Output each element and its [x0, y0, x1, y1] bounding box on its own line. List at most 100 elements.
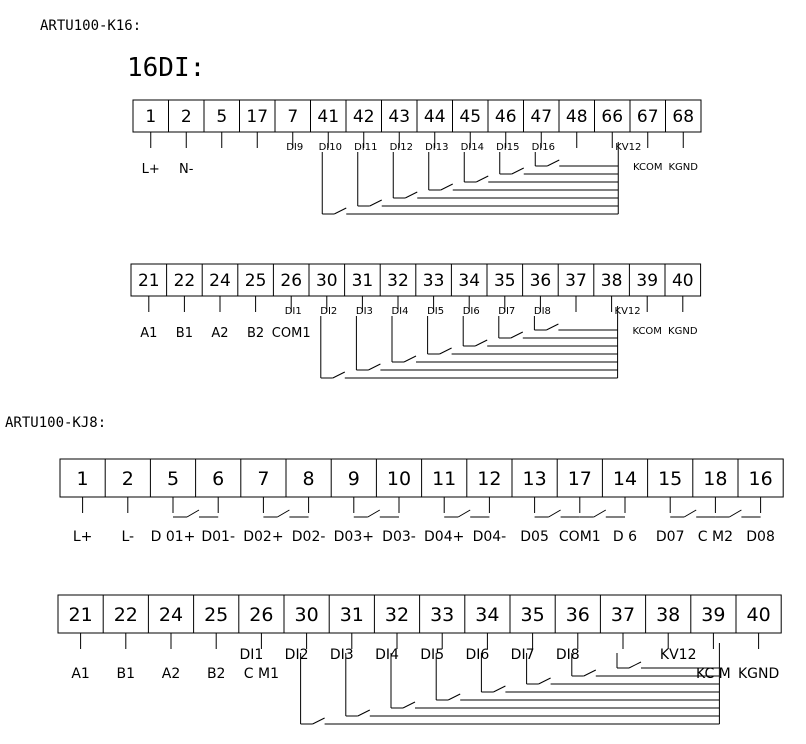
terminal-label: D03+ — [334, 529, 374, 545]
terminal-number: 5 — [167, 468, 179, 490]
terminal-number: 36 — [566, 604, 590, 626]
switch-contact — [402, 701, 416, 709]
terminal-number: 31 — [340, 604, 364, 626]
terminal-label: A1 — [140, 326, 157, 341]
terminal-label: D 6 — [613, 529, 637, 545]
terminal-label: D05 — [520, 529, 549, 545]
terminal-label: L- — [121, 529, 134, 545]
terminal-number: 40 — [672, 271, 694, 291]
terminal-number: 33 — [430, 604, 454, 626]
switch-contact — [369, 199, 382, 207]
terminal-number: 37 — [611, 604, 635, 626]
terminal-number: 10 — [387, 468, 411, 490]
terminal-label: DI9 — [286, 142, 303, 153]
terminal-number: 68 — [672, 107, 694, 127]
terminal-label: DI2 — [320, 306, 337, 317]
terminal-number: 46 — [495, 107, 517, 127]
terminal-label: B1 — [117, 666, 136, 682]
terminal-number: 17 — [246, 107, 268, 127]
switch-contact — [447, 693, 461, 701]
terminal-label: DI7 — [498, 306, 515, 317]
terminal-label: KV12 — [615, 142, 641, 153]
terminal-label: D 01+ — [151, 529, 196, 545]
terminal-label: KCOM — [632, 326, 662, 337]
terminal-number: 30 — [295, 604, 319, 626]
terminal-number: 67 — [637, 107, 659, 127]
terminal-number: 1 — [145, 107, 156, 127]
terminal-number: 37 — [565, 271, 587, 291]
terminal-number: 39 — [701, 604, 725, 626]
terminal-label: DI1 — [239, 647, 263, 663]
terminal-label: KGND — [668, 326, 698, 337]
terminal-label: DI10 — [319, 142, 342, 153]
terminal-number: 8 — [303, 468, 315, 490]
terminal-label: C M2 — [698, 529, 733, 545]
block-title-k16: ARTU100-K16: — [40, 18, 141, 34]
terminal-number: 21 — [138, 271, 160, 291]
terminal-label: D08 — [746, 529, 775, 545]
terminal-number: 2 — [122, 468, 134, 490]
switch-contact — [403, 355, 417, 363]
terminal-label: DI12 — [390, 142, 413, 153]
terminal-label: DI4 — [375, 647, 399, 663]
terminal-label: D02- — [292, 529, 326, 545]
switch-contact — [476, 175, 489, 183]
terminal-label: KCOM — [633, 162, 663, 173]
terminal-number: 31 — [352, 271, 374, 291]
terminal-number: 34 — [458, 271, 480, 291]
switch-contact — [511, 167, 524, 175]
terminal-label: D07 — [656, 529, 685, 545]
terminal-number: 40 — [747, 604, 771, 626]
terminal-number: 22 — [174, 271, 196, 291]
terminal-label: N- — [179, 162, 194, 177]
terminal-label: DI3 — [330, 647, 354, 663]
switch-contact — [547, 159, 560, 167]
switch-contact — [312, 717, 325, 725]
terminal-label: B1 — [176, 326, 193, 341]
switch-contact — [493, 685, 506, 693]
switch-contact — [628, 661, 642, 669]
switch-contact — [546, 323, 559, 331]
switch-contact — [510, 331, 524, 339]
terminal-label: DI8 — [534, 306, 551, 317]
terminal-number: 11 — [432, 468, 456, 490]
terminal-label: A2 — [162, 666, 180, 682]
terminal-number: 35 — [521, 604, 545, 626]
block-title-kj8: ARTU100-KJ8: — [5, 415, 106, 431]
terminal-label: KV12 — [615, 306, 641, 317]
terminal-number: 44 — [424, 107, 446, 127]
terminal-label: KGND — [738, 666, 779, 682]
terminal-number: 21 — [69, 604, 93, 626]
terminal-label: DI6 — [463, 306, 480, 317]
switch-contact — [334, 207, 347, 215]
terminal-label: DI15 — [496, 142, 519, 153]
terminal-number: 26 — [249, 604, 273, 626]
terminal-number: 24 — [159, 604, 183, 626]
terminal-label: DI5 — [420, 647, 444, 663]
terminal-number: 24 — [209, 271, 231, 291]
terminal-number: 38 — [601, 271, 623, 291]
terminal-number: 47 — [530, 107, 552, 127]
terminal-number: 22 — [114, 604, 138, 626]
switch-contact — [440, 183, 453, 191]
terminal-number: 13 — [523, 468, 547, 490]
terminal-number: 18 — [703, 468, 727, 490]
switch-contact — [368, 363, 381, 371]
switch-contact — [583, 669, 597, 677]
terminal-label: D04- — [473, 529, 507, 545]
terminal-number: 36 — [530, 271, 552, 291]
terminal-label: DI3 — [356, 306, 373, 317]
switch-contact — [439, 347, 452, 355]
terminal-number: 45 — [459, 107, 481, 127]
terminal-label: DI5 — [427, 306, 444, 317]
terminal-number: 33 — [423, 271, 445, 291]
terminal-label: D04+ — [424, 529, 464, 545]
terminal-number: 34 — [475, 604, 499, 626]
block-subtitle-16di: 16DI: — [127, 53, 205, 83]
terminal-label: KGND — [669, 162, 699, 173]
terminal-number: 9 — [348, 468, 360, 490]
